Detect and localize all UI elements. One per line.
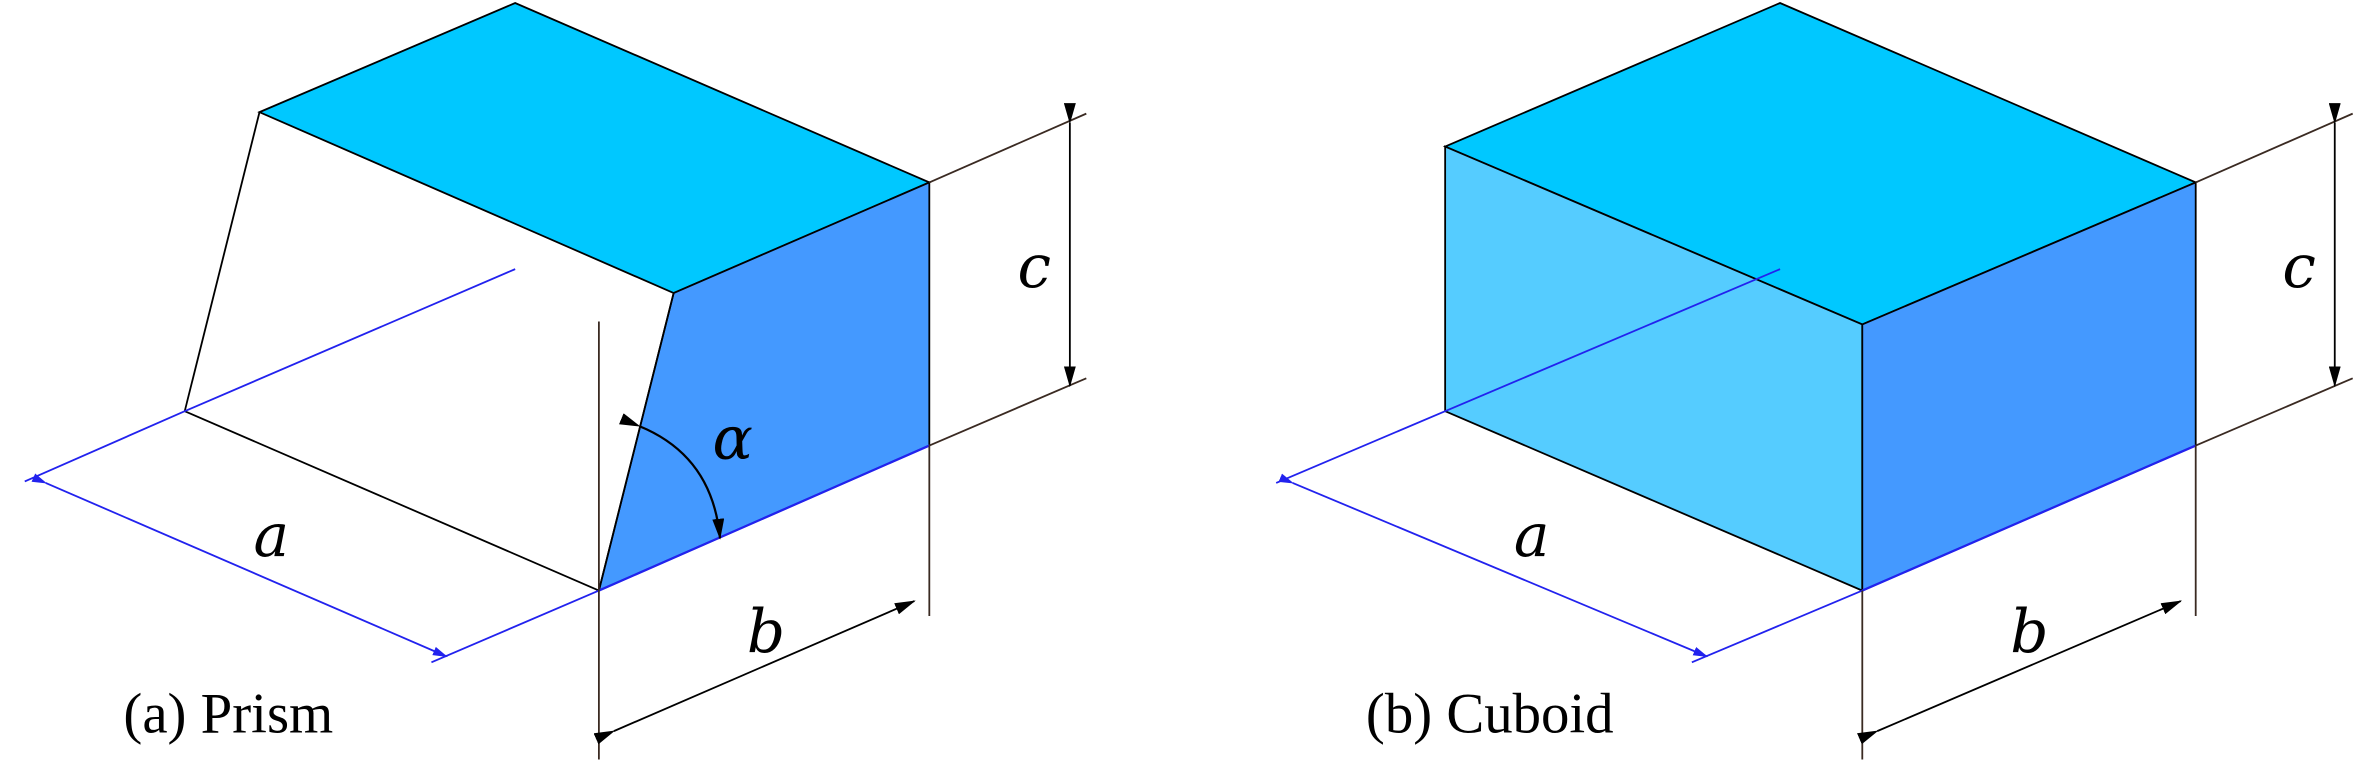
cuboid-c-extension-bottom (2195, 377, 2354, 447)
prism-label-c: c (1018, 232, 1052, 302)
cuboid-label-c: c (2282, 232, 2316, 302)
prism-blue-extension-back (184, 268, 516, 412)
prism-label-b: b (747, 597, 785, 667)
cuboid-blue-extension-back (1444, 268, 1781, 412)
prism-label-alpha: α (713, 404, 753, 474)
prism-slant-edge-back (183, 111, 261, 412)
prism-c-extension-bottom (928, 377, 1087, 447)
cuboid-c-extension-top (2195, 112, 2354, 184)
cuboid-blue-extension-right (1691, 589, 1863, 664)
prism-dimension-b-line (593, 600, 916, 745)
prism-dimension-a-line (31, 473, 448, 658)
cuboid-caption: (b) Cuboid (1366, 683, 1614, 746)
cuboid-base-blue-edge (1861, 444, 2197, 592)
cuboid-blue-extension-left (1275, 410, 1446, 484)
cuboid-label-a: a (1514, 501, 1550, 571)
prism-blue-extension-left (24, 410, 186, 483)
prism-base-blue-edge (598, 444, 930, 592)
prism-alpha-arc (619, 413, 725, 540)
prism-blue-extension-right (431, 589, 600, 664)
prism-c-extension-top (928, 112, 1087, 184)
cuboid-dimension-a-line (1278, 473, 1709, 658)
prism-caption: (a) Prism (123, 683, 333, 746)
cuboid-dimension-b-line (1857, 600, 2183, 745)
prism-bottom-edge (184, 410, 600, 592)
cuboid-panel: a b c (b) Cuboid (1275, 2, 2354, 760)
prism-label-a: a (254, 501, 290, 571)
prism-panel: a b c α (a) Prism (24, 2, 1087, 760)
cuboid-label-b: b (2010, 597, 2048, 667)
